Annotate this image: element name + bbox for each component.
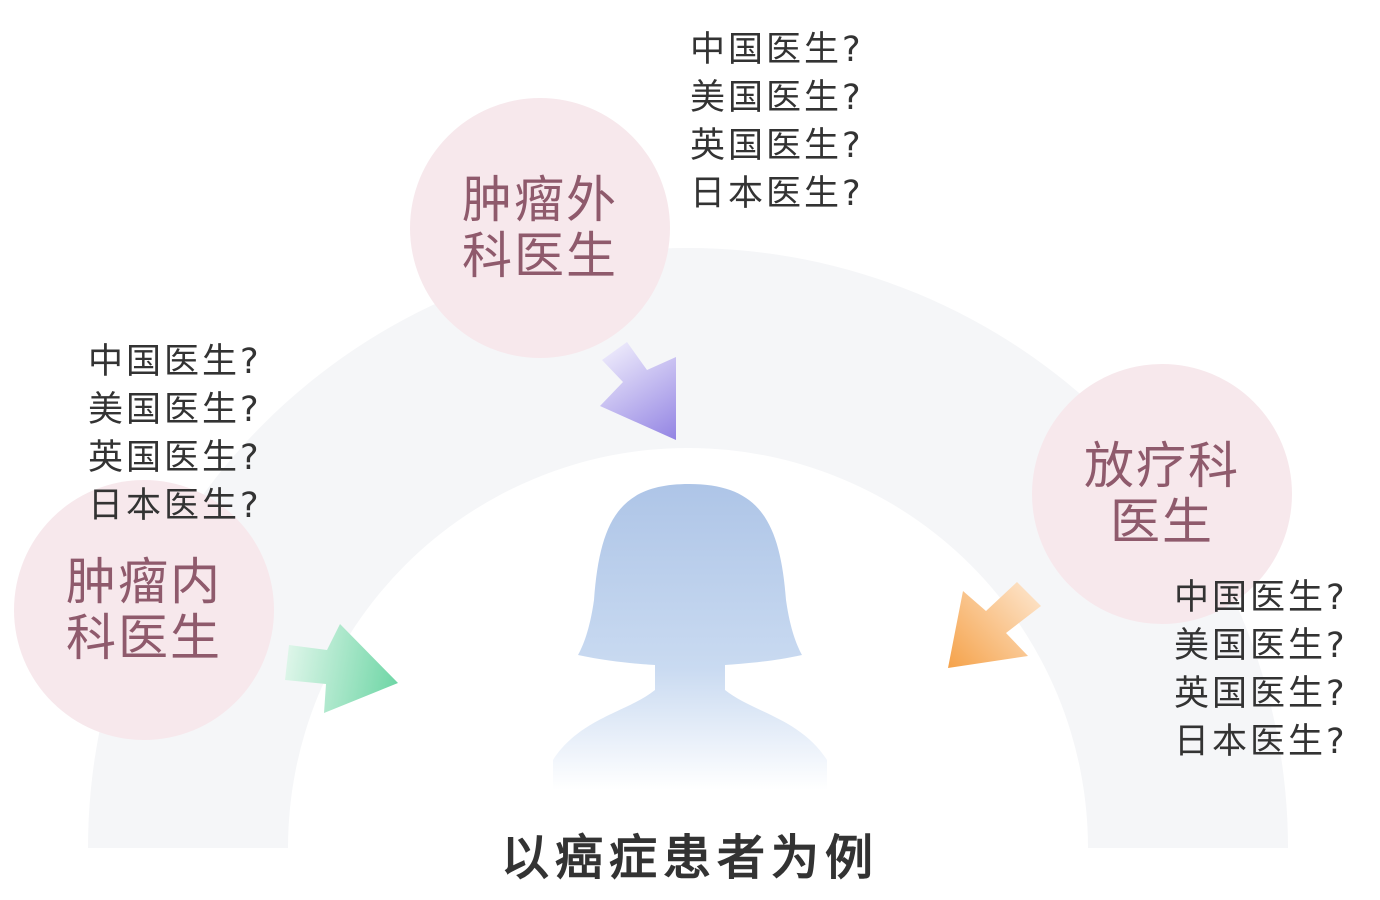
node-label-line: 医生 — [1110, 493, 1214, 551]
question-list-top: 中国医生? 美国医生? 英国医生? 日本医生? — [690, 26, 864, 218]
node-surgical-oncology-label: 肿瘤外 科医生 — [455, 172, 625, 284]
node-label-line: 科医生 — [66, 609, 222, 667]
question-item: 美国医生? — [88, 390, 262, 430]
background-arch — [88, 248, 1288, 848]
question-item: 日本医生? — [88, 486, 262, 526]
node-label-line: 放疗科 — [1084, 437, 1240, 495]
female-patient-silhouette-icon — [553, 484, 827, 790]
node-surgical-oncology: 肿瘤外 科医生 — [410, 98, 670, 358]
arrow-down-icon — [600, 342, 676, 440]
node-label-line: 科医生 — [462, 227, 618, 285]
question-item: 英国医生? — [1174, 674, 1348, 714]
question-item: 美国医生? — [1174, 626, 1348, 666]
question-item: 英国医生? — [88, 438, 262, 478]
question-item: 中国医生? — [88, 342, 262, 382]
question-item: 日本医生? — [1174, 722, 1348, 762]
arrow-down-left-icon — [948, 582, 1041, 668]
question-item: 中国医生? — [1174, 578, 1348, 618]
node-medical-oncology-label: 肿瘤内 科医生 — [59, 554, 229, 666]
node-label-line: 肿瘤内 — [66, 553, 222, 611]
node-radiotherapy-label: 放疗科 医生 — [1077, 438, 1247, 550]
diagram-caption: 以癌症患者为例 — [500, 830, 879, 886]
question-item: 美国医生? — [690, 78, 864, 118]
question-list-right: 中国医生? 美国医生? 英国医生? 日本医生? — [1174, 574, 1348, 766]
node-radiotherapy: 放疗科 医生 — [1032, 364, 1292, 624]
question-item: 中国医生? — [690, 30, 864, 70]
question-list-left: 中国医生? 美国医生? 英国医生? 日本医生? — [88, 338, 262, 530]
node-label-line: 肿瘤外 — [462, 171, 618, 229]
arrow-right-icon — [285, 624, 398, 713]
question-item: 英国医生? — [690, 126, 864, 166]
node-medical-oncology: 肿瘤内 科医生 — [14, 480, 274, 740]
question-item: 日本医生? — [690, 174, 864, 214]
